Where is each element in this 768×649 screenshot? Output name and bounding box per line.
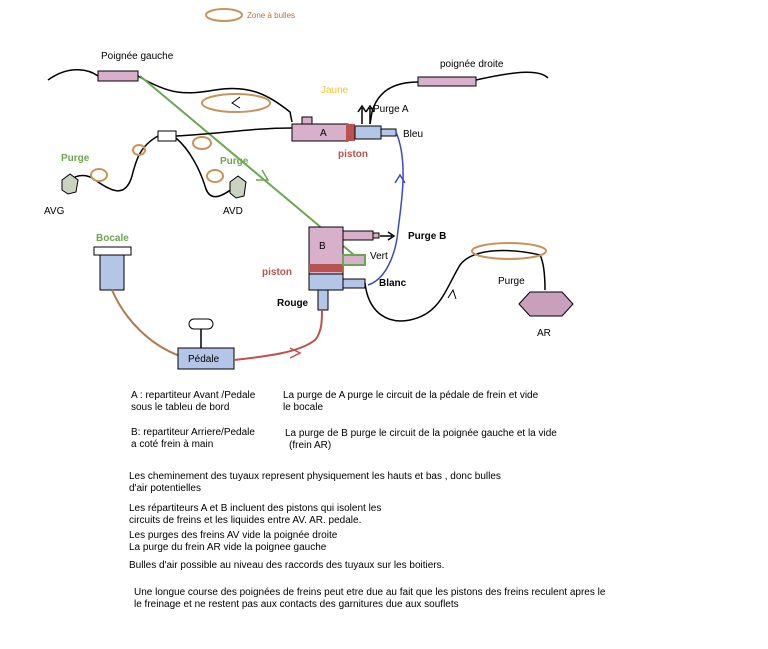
bubble-zone-avg <box>90 168 108 182</box>
note-pistons: Les répartiteurs A et B incluent des pis… <box>129 503 382 526</box>
bocale-label: Bocale <box>96 233 129 244</box>
repartiteur-a-top-tab <box>301 116 313 125</box>
repartiteur-b-red-port <box>317 289 329 311</box>
repartiteur-a-label: A <box>320 128 327 139</box>
green-arrow <box>256 169 270 181</box>
bubble-zone-legend-label: Zone à bulles <box>247 11 295 20</box>
note-routing: Les cheminement des tuyaux represent phy… <box>129 471 501 494</box>
left-handle-label: Poignée gauche <box>101 51 174 62</box>
repartiteur-b-purge-port <box>342 230 374 241</box>
pedal-top-icon <box>188 318 214 330</box>
right-handle-pipe <box>475 71 549 81</box>
avg-label: AVG <box>44 206 65 217</box>
right-handle-to-a-pipe <box>369 81 419 125</box>
note-b-purge: La purge de B purge le circuit de la poi… <box>285 428 557 451</box>
purge-ar-label: Purge <box>498 276 525 287</box>
repartiteur-a-piston <box>346 124 355 141</box>
repartiteur-a-outlet <box>380 128 397 137</box>
purge-b-arrow-icon <box>380 231 396 241</box>
note-purges: Les purges des freins AV vide la poignée… <box>129 530 338 553</box>
bubble-zone-front-top <box>132 144 146 156</box>
bubble-zone-front-right-top <box>192 136 212 150</box>
blue-label: Bleu <box>403 129 423 140</box>
bocale-cap <box>93 246 132 256</box>
purge-avg-label: Purge <box>61 153 90 164</box>
caliper-avg-icon <box>61 173 79 195</box>
bubble-zone-ar <box>471 242 547 260</box>
rear-arrow <box>447 288 457 300</box>
repartiteur-b-purge-tip <box>372 232 380 239</box>
repartiteur-b-bottom-block <box>308 273 344 291</box>
bubble-zone-legend-icon <box>205 8 243 22</box>
purge-b-label: Purge B <box>408 231 446 242</box>
front-left-pipe <box>69 135 159 192</box>
front-splitter <box>157 130 177 142</box>
left-handle-pipe <box>47 69 99 81</box>
note-long-travel: Une longue course des poignées de freins… <box>134 587 606 610</box>
pedal-label: Pédale <box>188 354 220 365</box>
yellow-label: Jaune <box>321 85 349 96</box>
blue-arrow <box>394 173 406 184</box>
repartiteur-a-blue-port <box>354 125 382 140</box>
rear-pipe <box>364 249 546 322</box>
flow-arrow-a <box>231 96 241 109</box>
caliper-ar-icon <box>518 291 574 317</box>
repartiteur-b-label: B <box>319 241 326 252</box>
left-handle-grip <box>97 70 139 82</box>
front-pipe-to-a <box>175 127 293 137</box>
repartiteur-b-piston <box>309 264 343 272</box>
green-label: Vert <box>370 251 388 262</box>
pedal-body <box>177 347 235 370</box>
purge-a-label: Purge A <box>373 104 409 115</box>
purge-a-arrow-icon <box>357 104 375 124</box>
repartiteur-b-white-port <box>342 278 366 289</box>
bubble-zone-a <box>201 93 271 113</box>
red-label: Rouge <box>277 298 309 309</box>
pedal-to-b-pipe <box>233 309 323 361</box>
ar-label: AR <box>537 328 551 339</box>
purge-avd-label: Purge <box>220 156 249 167</box>
repartiteur-b-green-port <box>342 254 366 266</box>
blue-pipe <box>367 131 404 286</box>
note-a-purge: La purge de A purge le circuit de la péd… <box>283 390 539 413</box>
bubble-zone-avd <box>206 169 224 183</box>
front-right-pipe <box>175 137 239 198</box>
bocale-to-pedal-pipe <box>111 289 181 357</box>
caliper-avd-icon <box>229 175 247 199</box>
piston-b-label: piston <box>262 267 292 278</box>
right-handle-label: poignée droite <box>440 59 504 70</box>
white-label: Blanc <box>379 278 407 289</box>
avd-label: AVD <box>223 206 243 217</box>
piston-a-label: piston <box>338 149 368 160</box>
note-bubbles: Bulles d'air possible au niveau des racc… <box>129 560 445 571</box>
left-handle-to-a-pipe <box>137 75 293 123</box>
pedal-to-b-arrow <box>289 347 302 359</box>
bocale-body <box>99 254 125 291</box>
right-handle-grip <box>417 76 477 87</box>
